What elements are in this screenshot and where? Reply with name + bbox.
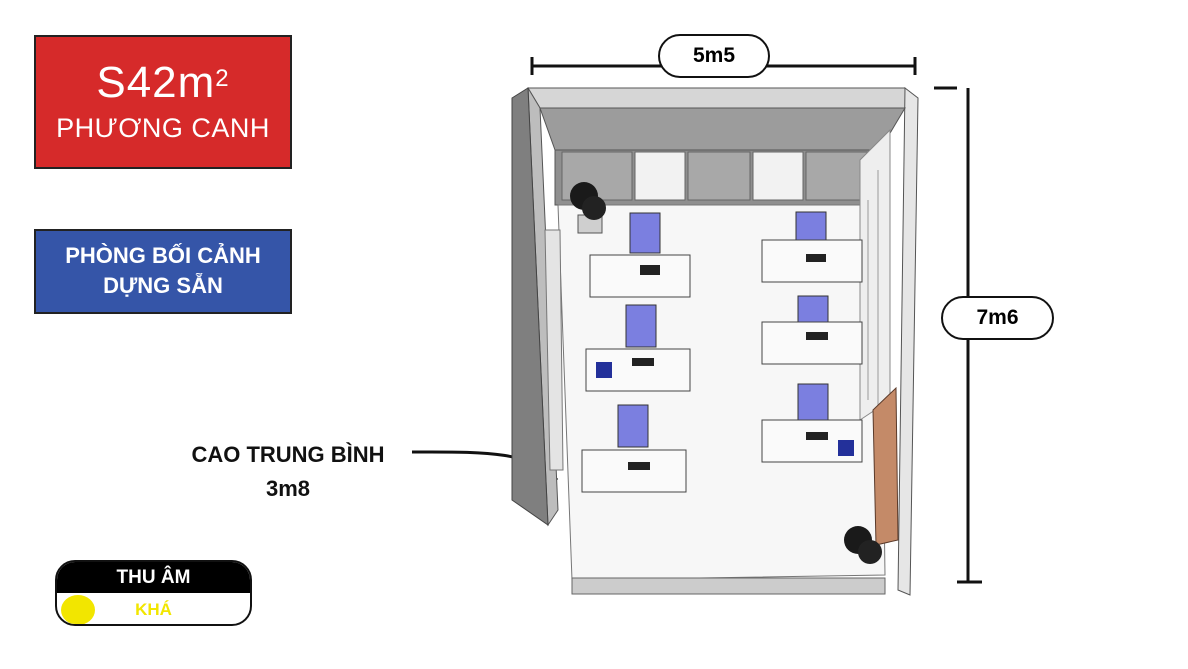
acoustic-title: THU ÂM (57, 562, 250, 593)
length-dimension-label: 7m6 (941, 296, 1054, 340)
acoustic-indicator-dot (61, 595, 95, 624)
desk-right-1 (761, 211, 863, 283)
desk-right-3 (761, 383, 863, 463)
area-value: S42m2 (96, 58, 230, 107)
desk-left-3 (581, 404, 687, 493)
desk-right-2 (761, 295, 863, 365)
ceiling-value: 3m8 (265, 476, 311, 501)
width-dimension-label: 5m5 (658, 34, 770, 78)
room-type-line2: DỰNG SẴN (103, 273, 223, 298)
room-type-line1: PHÒNG BỐI CẢNH (65, 243, 261, 268)
acoustic-level: KHÁ (135, 600, 172, 619)
room-type-badge: PHÒNG BỐI CẢNH DỰNG SẴN (34, 229, 292, 314)
acoustic-rating: THU ÂM KHÁ (55, 560, 252, 626)
desk-left-2 (585, 304, 691, 392)
desk-left-1 (589, 212, 691, 298)
plant-top-left (570, 182, 606, 234)
area-badge: S42m2 PHƯƠNG CANH (34, 35, 292, 169)
ceiling-height-label: CAO TRUNG BÌNH 3m8 (168, 438, 408, 506)
style-label: PHƯƠNG CANH (56, 113, 270, 143)
ceiling-label: CAO TRUNG BÌNH (191, 442, 385, 467)
plant-bottom-right (844, 526, 882, 564)
